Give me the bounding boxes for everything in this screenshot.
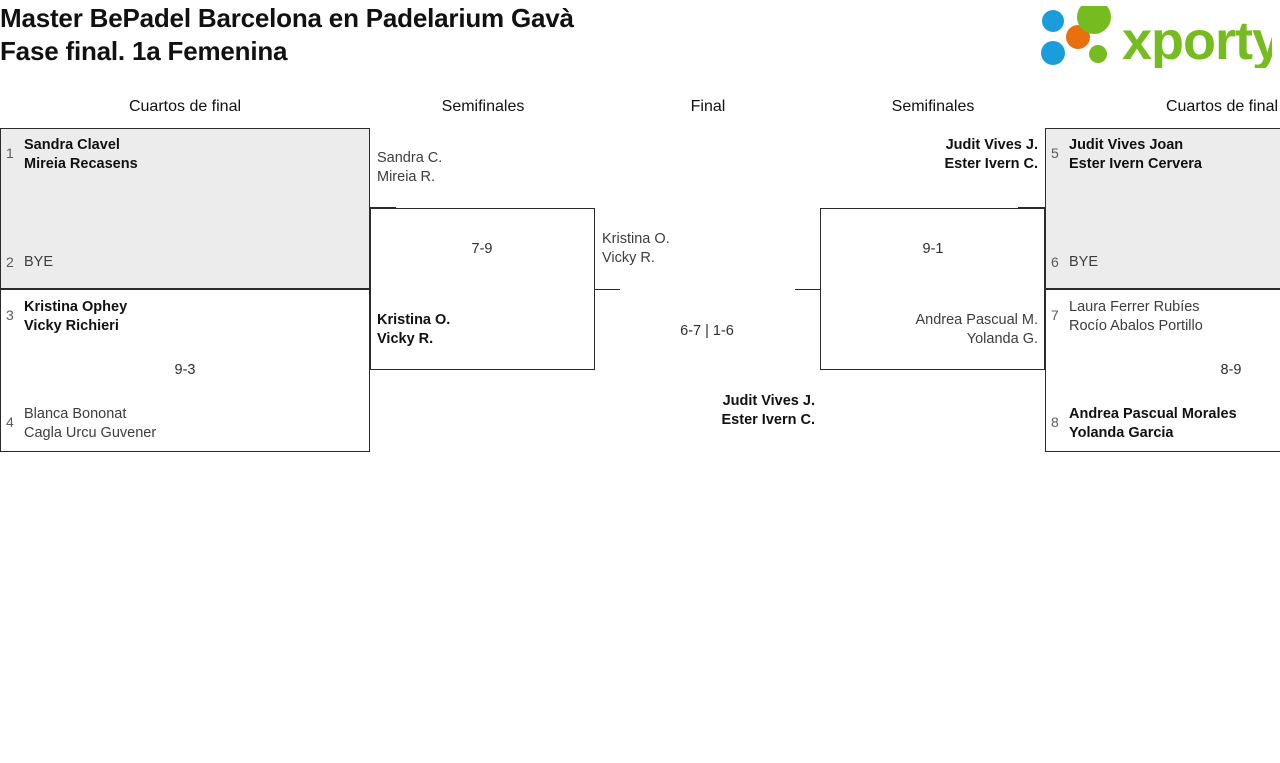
seed-number: 3 <box>6 307 14 323</box>
page-title: Master BePadel Barcelona en Padelarium G… <box>0 3 574 33</box>
player-name: Yolanda Garcia <box>1069 425 1174 441</box>
player-name: Ester Ivern Cervera <box>1069 156 1202 172</box>
match-box-qf2[interactable] <box>0 289 370 452</box>
team-sf1-top[interactable]: Sandra C. Mireia R. <box>377 149 442 187</box>
team-qf1-bottom: 2 BYE <box>6 253 53 272</box>
player-name: Vicky Richieri <box>24 318 119 334</box>
team-final-top[interactable]: Kristina O. Vicky R. <box>602 230 670 268</box>
seed-number: 1 <box>6 145 14 161</box>
match-box-sf1[interactable] <box>370 208 595 370</box>
team-names: Kristina O. Vicky R. <box>377 311 450 349</box>
player-name: Ester Ivern C. <box>944 156 1039 172</box>
team-names: Kristina Ophey Vicky Richieri <box>24 298 127 336</box>
player-name: Mireia Recasens <box>24 156 138 172</box>
round-header-quarterfinals-left: Cuartos de final <box>128 98 242 115</box>
team-final-bottom[interactable]: Judit Vives J. Ester Ivern C. <box>615 392 816 430</box>
score-qf4: 8-9 <box>1220 362 1242 378</box>
seed-number: 8 <box>1051 414 1059 430</box>
score-sf1: 7-9 <box>471 241 493 257</box>
team-names: Judit Vives Joan Ester Ivern Cervera <box>1069 136 1202 174</box>
team-names: Andrea Pascual Morales Yolanda Garcia <box>1069 405 1237 443</box>
player-name: Andrea Pascual Morales <box>1069 406 1237 422</box>
team-names: Laura Ferrer Rubíes Rocío Abalos Portill… <box>1069 298 1203 336</box>
page-subtitle: Fase final. 1a Femenina <box>0 36 288 66</box>
round-header-final: Final <box>690 98 726 115</box>
team-sf1-bottom[interactable]: Kristina O. Vicky R. <box>377 311 450 349</box>
player-name: Cagla Urcu Guvener <box>24 425 157 441</box>
player-name: Mireia R. <box>377 169 436 185</box>
score-sf2: 9-1 <box>922 241 944 257</box>
match-box-qf4[interactable] <box>1045 289 1280 452</box>
round-header-semifinals-left: Semifinales <box>441 98 525 115</box>
team-qf4-top[interactable]: 7 Laura Ferrer Rubíes Rocío Abalos Porti… <box>1051 298 1203 336</box>
connector-qf1-to-sf1 <box>369 207 396 208</box>
round-header-quarterfinals-right: Cuartos de final <box>1165 98 1279 115</box>
player-name: Judit Vives J. <box>722 393 815 409</box>
player-name: Yolanda G. <box>966 331 1038 347</box>
match-box-sf2[interactable] <box>820 208 1045 370</box>
bye-label: BYE <box>24 254 54 270</box>
seed-number: 6 <box>1051 254 1059 270</box>
seed-number: 2 <box>6 254 14 270</box>
round-header-semifinals-right: Semifinales <box>891 98 975 115</box>
team-names: Blanca Bononat Cagla Urcu Guvener <box>24 405 156 443</box>
team-qf1-top[interactable]: 1 Sandra Clavel Mireia Recasens <box>6 136 138 174</box>
match-box-qf1[interactable] <box>0 128 370 289</box>
player-name: Kristina O. <box>602 231 670 247</box>
player-name: Kristina O. <box>377 312 451 328</box>
player-name: Sandra C. <box>377 150 443 166</box>
score-final: 6-7 | 1-6 <box>680 323 734 339</box>
connector-sf1-to-final <box>594 289 620 290</box>
team-sf2-bottom[interactable]: Andrea Pascual M. Yolanda G. <box>838 311 1038 349</box>
team-names: BYE <box>24 253 53 272</box>
connector-qf3-to-sf2 <box>1018 207 1045 208</box>
player-name: Blanca Bononat <box>24 406 127 422</box>
player-name: Andrea Pascual M. <box>915 312 1038 328</box>
tournament-title-block: Master BePadel Barcelona en Padelarium G… <box>0 2 900 68</box>
svg-text:xporty: xporty <box>1122 11 1272 68</box>
player-name: Kristina Ophey <box>24 299 128 315</box>
player-name: Rocío Abalos Portillo <box>1069 318 1203 334</box>
team-qf3-top[interactable]: 5 Judit Vives Joan Ester Ivern Cervera <box>1051 136 1202 174</box>
player-name: Judit Vives J. <box>945 137 1038 153</box>
team-names: Kristina O. Vicky R. <box>602 230 670 268</box>
team-sf2-top[interactable]: Judit Vives J. Ester Ivern C. <box>838 136 1039 174</box>
match-box-qf3[interactable] <box>1045 128 1280 289</box>
connector-sf2-to-final <box>795 289 821 290</box>
team-names: Sandra Clavel Mireia Recasens <box>24 136 138 174</box>
team-names: BYE <box>1069 253 1098 272</box>
team-names: Sandra C. Mireia R. <box>377 149 442 187</box>
team-qf2-top[interactable]: 3 Kristina Ophey Vicky Richieri <box>6 298 127 336</box>
seed-number: 7 <box>1051 307 1059 323</box>
team-names: Andrea Pascual M. Yolanda G. <box>915 311 1038 349</box>
player-name: Laura Ferrer Rubíes <box>1069 299 1200 315</box>
player-name: Vicky R. <box>602 250 655 266</box>
player-name: Ester Ivern C. <box>721 412 816 428</box>
player-name: Judit Vives Joan <box>1069 137 1184 153</box>
player-name: Sandra Clavel <box>24 137 120 153</box>
seed-number: 5 <box>1051 145 1059 161</box>
page-header: Master BePadel Barcelona en Padelarium G… <box>0 0 1280 80</box>
bye-label: BYE <box>1069 254 1099 270</box>
seed-number: 4 <box>6 414 14 430</box>
team-qf4-bottom[interactable]: 8 Andrea Pascual Morales Yolanda Garcia <box>1051 405 1237 443</box>
team-names: Judit Vives J. Ester Ivern C. <box>945 136 1039 174</box>
player-name: Vicky R. <box>377 331 434 347</box>
team-names: Judit Vives J. Ester Ivern C. <box>722 392 816 430</box>
score-qf2: 9-3 <box>174 362 196 378</box>
xporty-logo[interactable]: xporty <box>1040 6 1272 68</box>
team-qf3-bottom: 6 BYE <box>1051 253 1098 272</box>
team-qf2-bottom[interactable]: 4 Blanca Bononat Cagla Urcu Guvener <box>6 405 156 443</box>
